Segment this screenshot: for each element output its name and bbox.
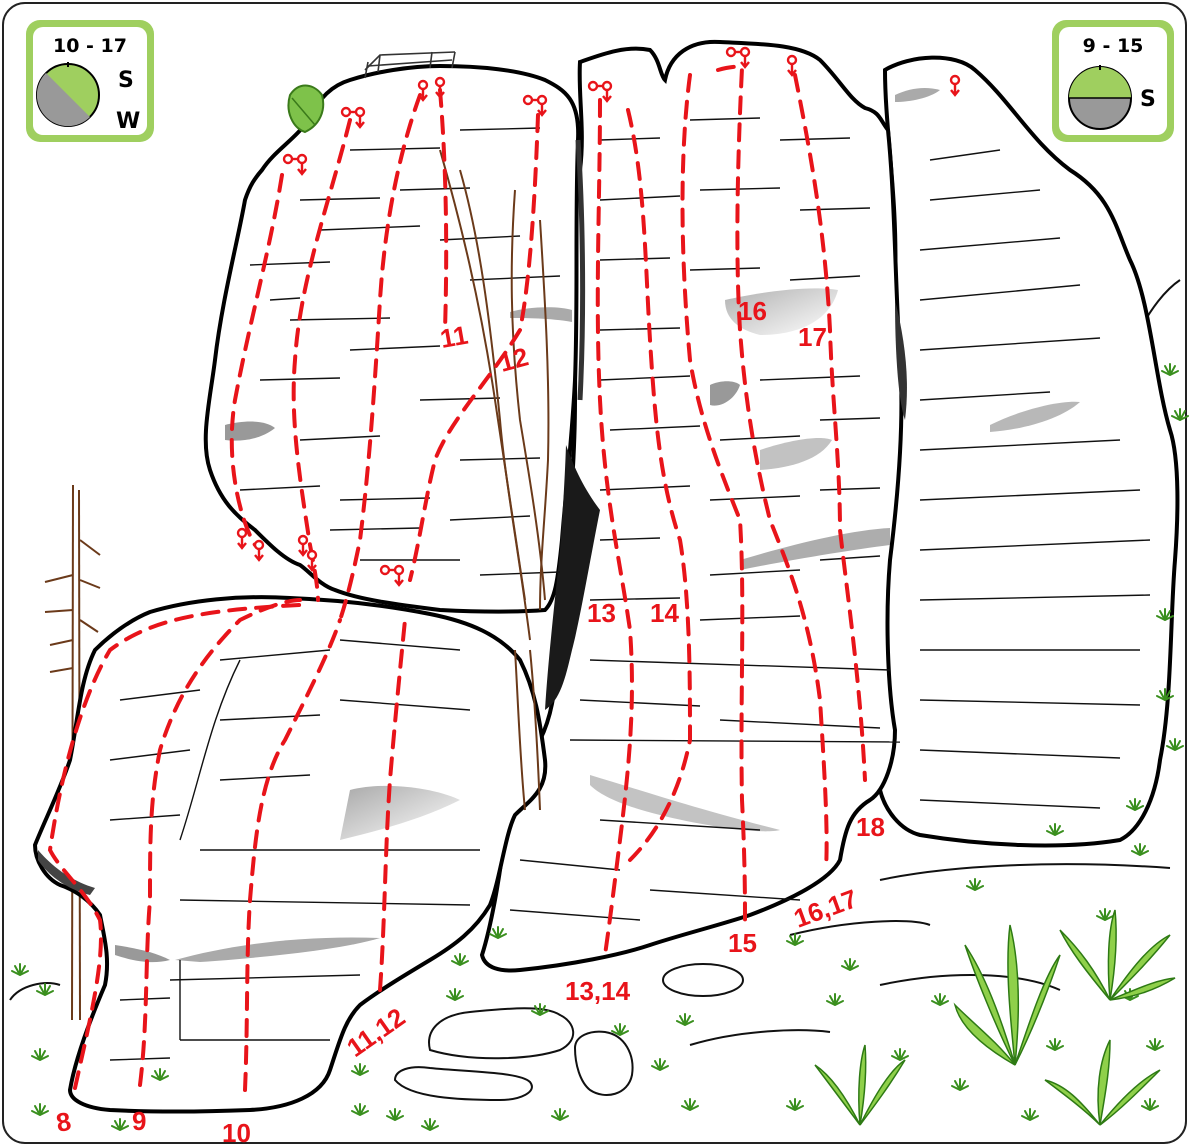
direction-left-2: W: [116, 109, 140, 134]
sun-hours-right: 9 - 15: [1083, 35, 1144, 57]
route-label-9: 9: [132, 1106, 146, 1136]
compass-right-icon: [1069, 65, 1131, 129]
sun-badge-left: 10 - 17 S W: [26, 20, 154, 142]
route-label-15: 15: [728, 928, 757, 958]
route-label-18: 18: [856, 812, 885, 842]
direction-left-1: S: [118, 68, 134, 93]
route-label-10: 10: [222, 1118, 251, 1146]
direction-right-1: S: [1140, 87, 1156, 112]
route-label-13: 13: [587, 598, 616, 628]
route-label-17: 17: [798, 322, 827, 352]
route-label-16: 16: [738, 296, 767, 326]
compass-left-icon: [37, 62, 99, 126]
route-label-14: 14: [650, 598, 679, 628]
sun-badge-right: 9 - 15 S: [1052, 20, 1174, 142]
sun-hours-left: 10 - 17: [53, 35, 127, 57]
route-label-13-14: 13,14: [565, 976, 631, 1006]
route-label-11: 11: [438, 320, 470, 354]
